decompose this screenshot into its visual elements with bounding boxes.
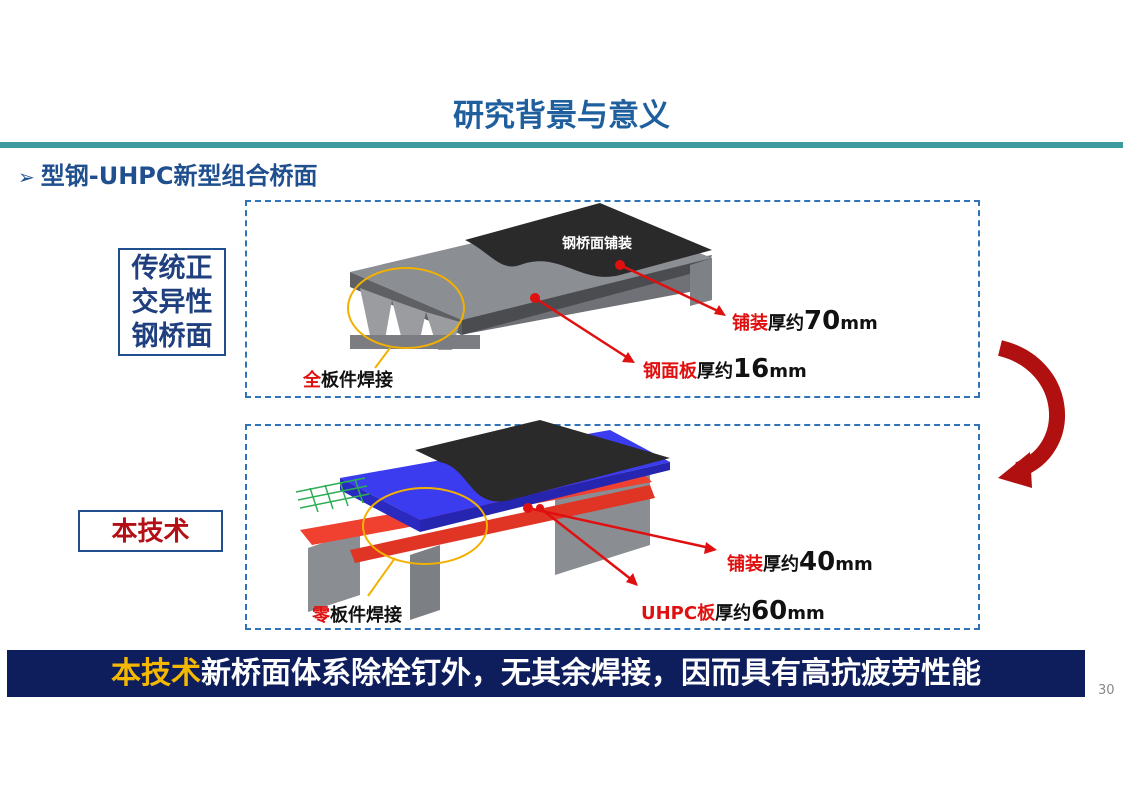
new-paving-note: 铺装厚约40mm: [727, 547, 873, 577]
new-tech-panel: [245, 424, 980, 630]
conclusion-highlight: 本技术: [111, 656, 201, 691]
new-plate-note: UHPC板厚约60mm: [641, 596, 825, 626]
asphalt-caption: 钢桥面铺装: [562, 236, 632, 252]
title-divider: [0, 142, 1123, 148]
conclusion-text: 新桥面体系除栓钉外，无其余焊接，因而具有高抗疲劳性能: [201, 656, 981, 691]
traditional-deck-panel: [245, 200, 980, 398]
label-line-2: 交异性: [131, 287, 213, 318]
transition-arrow-icon: [997, 340, 1065, 488]
traditional-deck-image: [347, 203, 726, 369]
label-line-1: 传统正: [131, 253, 213, 284]
bullet-arrow-icon: ➢: [18, 165, 35, 189]
page-number: 30: [1098, 683, 1115, 698]
subtitle-text: 型钢-UHPC新型组合桥面: [40, 162, 318, 190]
new-weld-note: 零板件焊接: [312, 605, 402, 626]
new-tech-label: 本技术: [78, 510, 223, 552]
traditional-plate-note: 钢面板厚约16mm: [643, 354, 807, 384]
new-tech-deck-image: [295, 420, 717, 620]
traditional-weld-note: 全板件焊接: [303, 370, 393, 391]
conclusion-bar: 本技术新桥面体系除栓钉外，无其余焊接，因而具有高抗疲劳性能: [7, 650, 1085, 697]
slide-title: 研究背景与意义: [453, 98, 670, 134]
traditional-deck-label: 传统正 交异性 钢桥面: [118, 248, 226, 356]
label-line-3: 钢桥面: [131, 321, 213, 352]
section-subtitle: ➢型钢-UHPC新型组合桥面: [18, 156, 318, 191]
traditional-paving-note: 铺装厚约70mm: [732, 306, 878, 336]
